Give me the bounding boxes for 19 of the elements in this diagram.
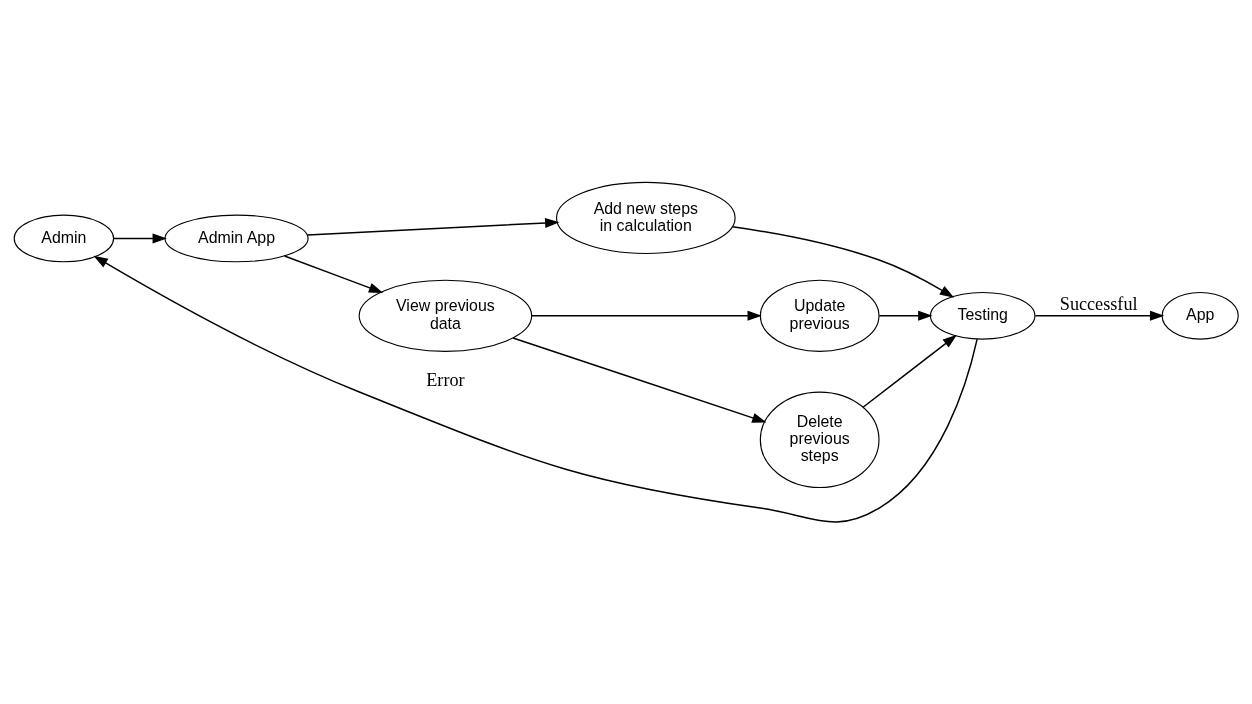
- node-ellipse: Admin App: [164, 214, 309, 262]
- arrow: [878, 310, 933, 321]
- node-ellipse: Add new steps in calculation: [555, 181, 736, 254]
- arrow: [283, 254, 384, 293]
- arrow: [1034, 310, 1165, 321]
- node-ellipse: Update previous: [759, 279, 880, 352]
- arrow: [93, 255, 978, 523]
- arrow: [531, 310, 762, 321]
- edge-label: Successful: [1059, 293, 1138, 314]
- arrow: [862, 334, 957, 408]
- arrow: [731, 225, 955, 298]
- node-ellipse: App: [1161, 291, 1239, 340]
- node-ellipse: Delete previous steps: [759, 391, 880, 488]
- arrow: [113, 232, 167, 243]
- node-ellipse: Admin: [13, 214, 115, 262]
- node-ellipse: Testing: [929, 291, 1036, 340]
- arrow: [306, 217, 560, 236]
- arrow: [512, 336, 767, 423]
- edge-label: Error: [426, 369, 465, 390]
